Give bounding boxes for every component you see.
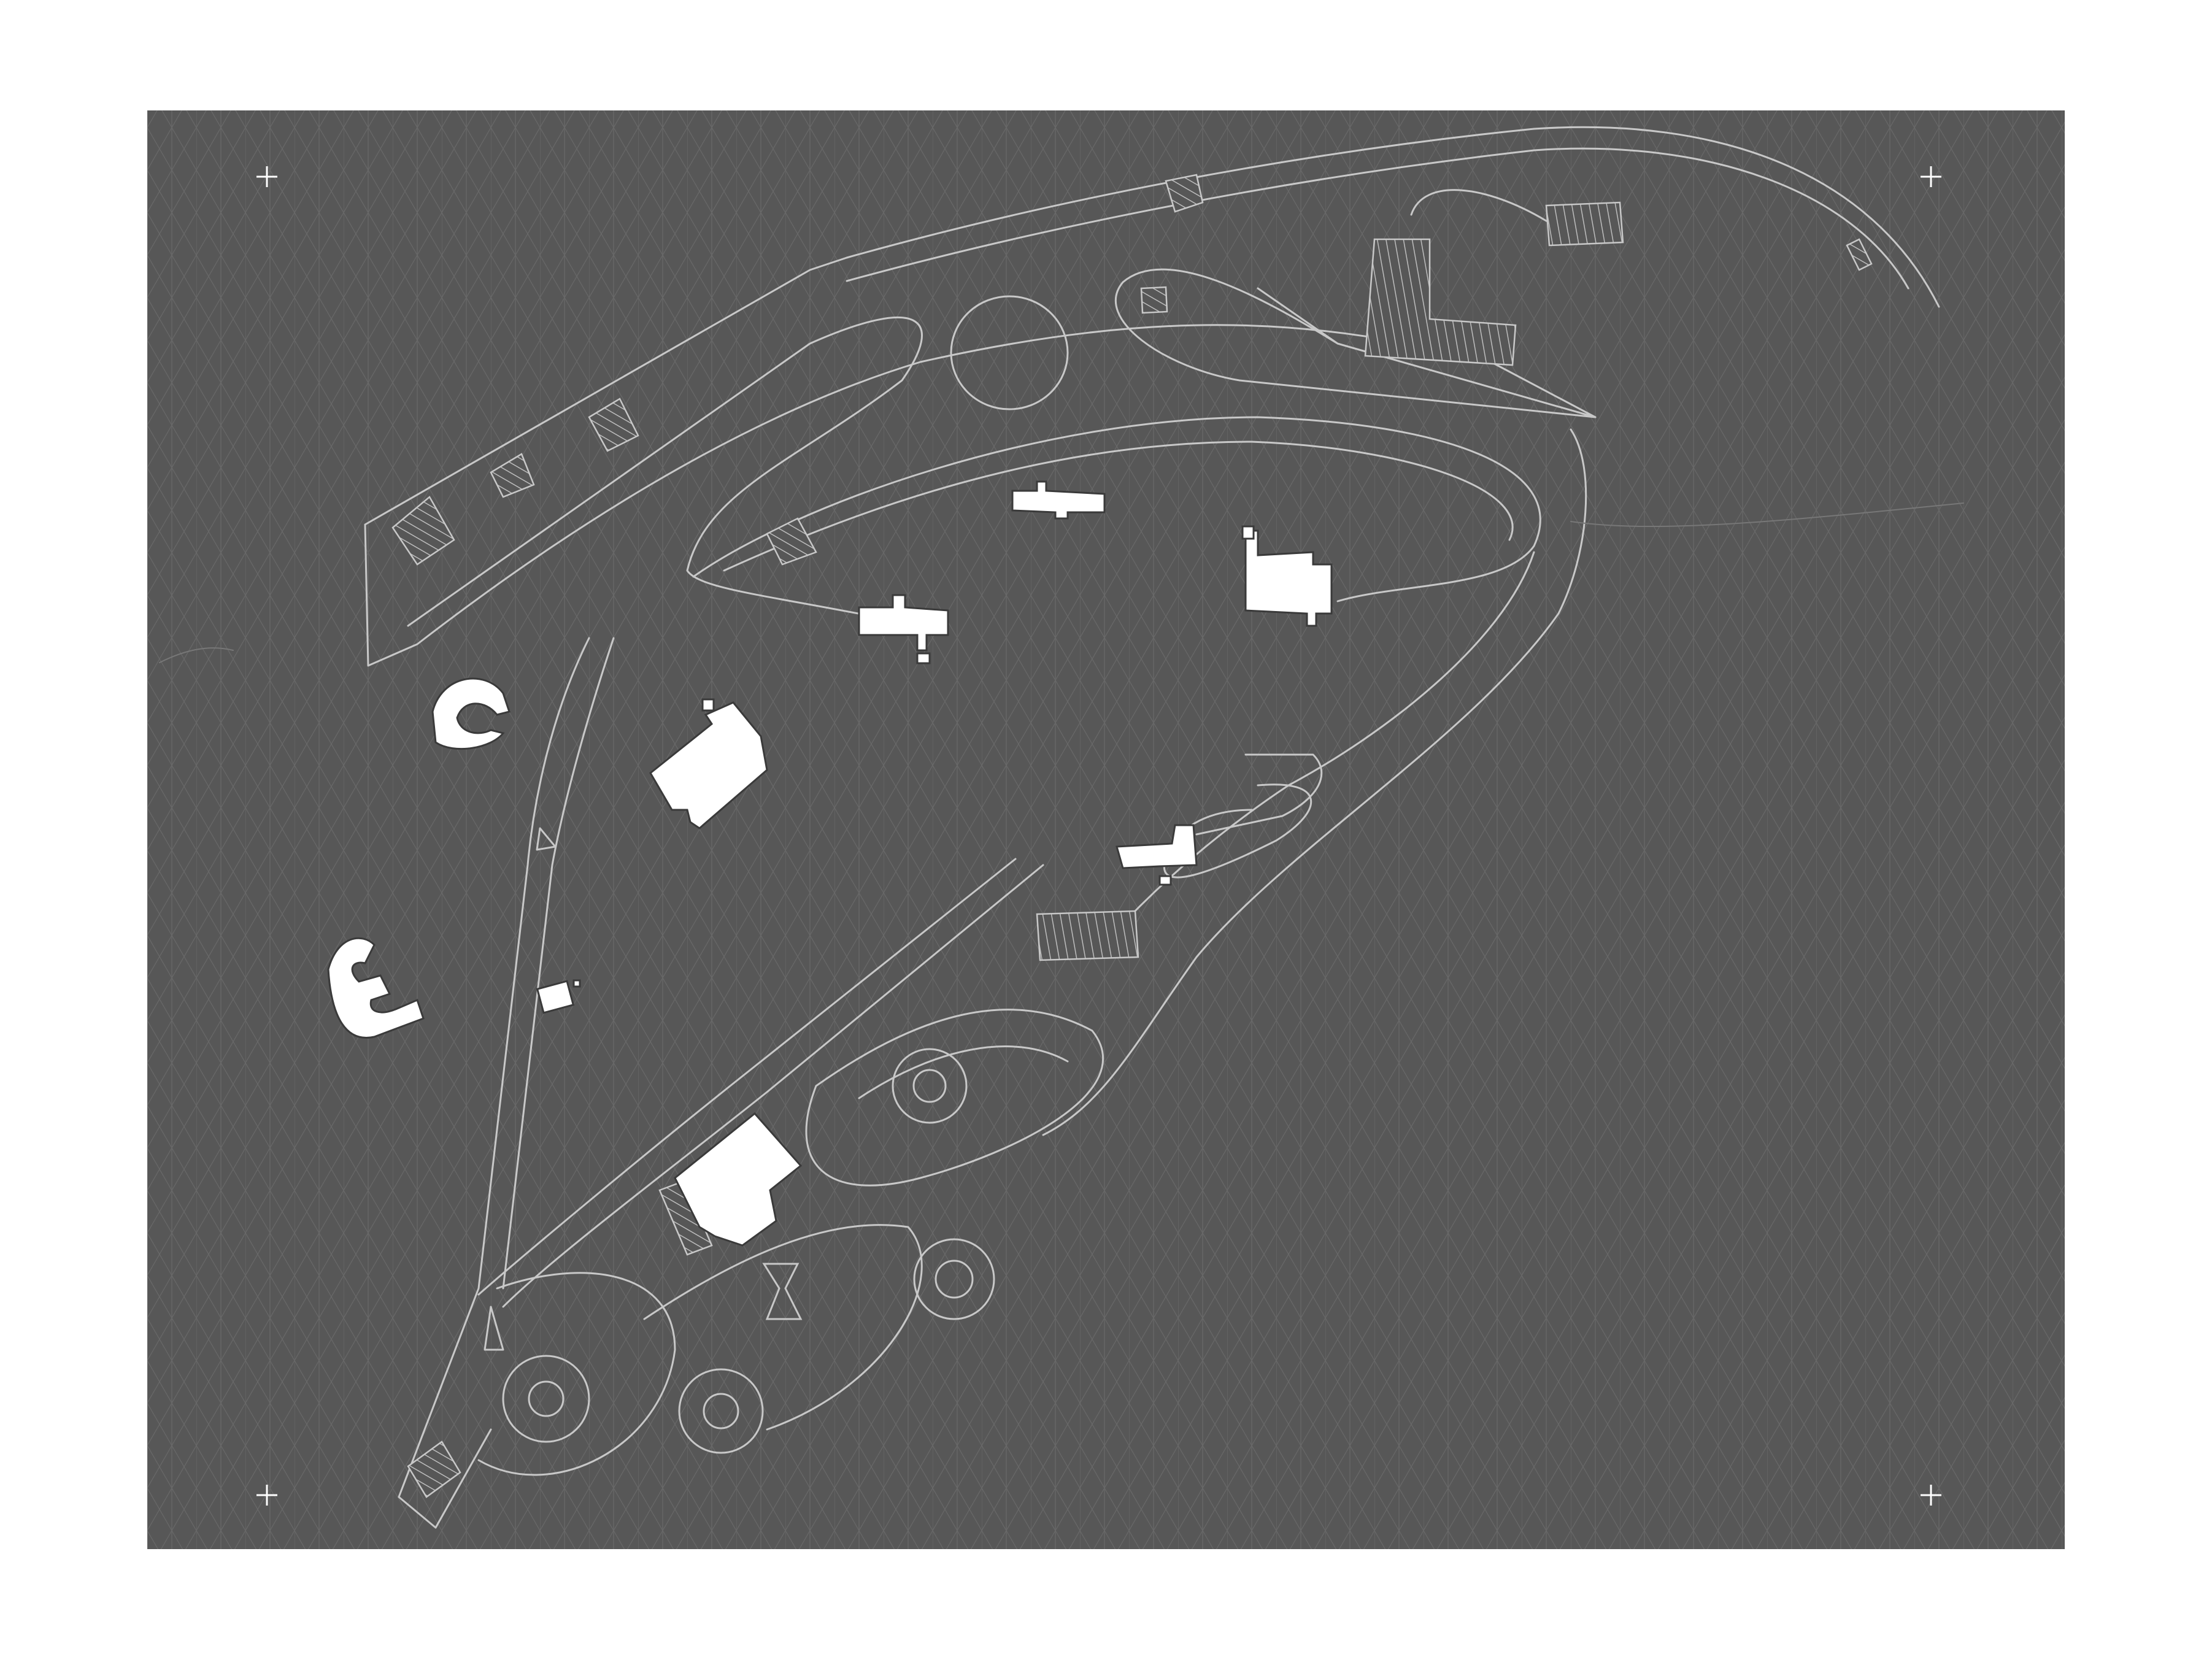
pod-3-inner <box>528 1380 565 1417</box>
road-diagonal-south-inner <box>477 858 1017 1296</box>
building-east-block[interactable] <box>1244 529 1333 627</box>
hatched-structure-10 <box>1036 910 1139 961</box>
pod-2[interactable] <box>913 1238 995 1320</box>
road-south-loop-inner <box>858 1045 1069 1099</box>
building-east-annex <box>1241 525 1255 540</box>
registration-mark-top-right <box>1921 166 1941 187</box>
road-southwest-loop <box>477 1272 676 1476</box>
pod-1[interactable] <box>892 1048 968 1124</box>
road-west-long-lot <box>364 256 1597 667</box>
contour-line-east <box>1570 502 1964 528</box>
hatched-structure-4 <box>766 517 817 566</box>
pod-1-inner <box>912 1069 947 1103</box>
building-south-main[interactable] <box>674 1112 803 1247</box>
building-kiosk-marker <box>572 979 581 988</box>
contour-line-west <box>159 647 234 663</box>
road-south-loop <box>805 1009 1104 1187</box>
building-north-pavilion[interactable] <box>1011 480 1106 520</box>
board-grid <box>147 110 2065 1549</box>
circular-pods <box>502 1048 995 1454</box>
hatched-structure-9 <box>1846 238 1873 271</box>
road-east-spur <box>1195 753 1323 836</box>
hatched-structure-2 <box>490 453 535 498</box>
road-east-main-inner <box>1091 551 1535 958</box>
road-northeast-spur <box>1410 189 1597 240</box>
pod-2-inner <box>935 1260 974 1299</box>
registration-mark-bottom-left <box>256 1485 277 1506</box>
road-north-arc-inner <box>846 147 1909 290</box>
road-east-main <box>1042 428 1587 1136</box>
pod-3-outer <box>502 1355 590 1443</box>
buildings <box>327 480 1333 1247</box>
hatched-structure-6 <box>1140 286 1168 314</box>
hatched-structure-1 <box>391 496 455 566</box>
pod-2-outer <box>913 1238 995 1320</box>
hatched-structure-3 <box>588 398 639 452</box>
building-southeast-marker <box>1158 875 1172 886</box>
building-kiosk[interactable] <box>536 980 575 1014</box>
road-south-curve <box>643 1224 923 1431</box>
pod-4[interactable] <box>678 1368 764 1454</box>
road-diagonal-south <box>502 864 1044 1308</box>
building-northwest-tower <box>701 698 715 712</box>
building-southeast-lodge[interactable] <box>1116 824 1198 869</box>
building-central-hall[interactable] <box>858 594 949 652</box>
road-west-spine <box>398 637 590 1529</box>
pod-4-inner <box>703 1393 739 1429</box>
hatched-structure-5 <box>1165 174 1204 213</box>
road-central-loop <box>692 416 1541 602</box>
hatched-structure-8 <box>1364 238 1517 366</box>
circular-plaza <box>950 295 1069 410</box>
road-southeast-loop <box>1163 783 1312 879</box>
triangle-island-south <box>484 1306 504 1351</box>
road-network <box>159 126 1964 1529</box>
registration-marks <box>256 166 1941 1506</box>
building-e-shaped-west[interactable] <box>327 937 425 1039</box>
pod-1-outer <box>892 1048 968 1124</box>
road-north-arc <box>846 126 1940 308</box>
building-u-shaped-north[interactable] <box>431 677 511 750</box>
pod-4-outer <box>678 1368 764 1454</box>
registration-mark-bottom-right <box>1921 1485 1941 1506</box>
pod-3[interactable] <box>502 1355 590 1443</box>
pavilion-bowtie[interactable] <box>762 1263 803 1320</box>
triangle-island-west <box>536 827 557 851</box>
building-northwest-hall[interactable] <box>649 701 768 829</box>
registration-mark-top-left <box>256 166 277 187</box>
building-central-annex <box>916 652 931 664</box>
hatched-structure-12 <box>658 1180 713 1256</box>
road-west-long-lot-inner <box>407 317 923 627</box>
hatched-structure-11 <box>407 1441 461 1498</box>
road-northeast-lot <box>1114 268 1597 418</box>
road-central-loop-inner <box>723 441 1514 572</box>
hatched-structure-7 <box>1545 201 1624 247</box>
hatched-structures <box>391 174 1873 1498</box>
